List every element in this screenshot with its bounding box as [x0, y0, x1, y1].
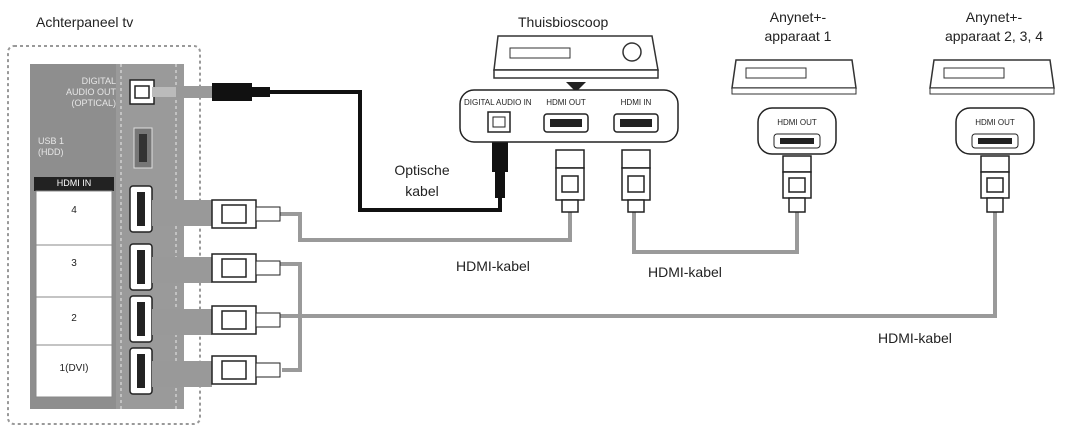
home-theater-port-hdmi-in: HDMI IN	[620, 98, 652, 107]
digital-audio-out-line-3: (OPTICAL)	[71, 98, 116, 108]
anynet-234-title-line-1: Anynet+-	[965, 9, 1023, 25]
usb-line-2: (HDD)	[38, 147, 64, 157]
anynet-1-title: Anynet+- apparaat 1	[736, 8, 860, 46]
digital-audio-out-line-2: AUDIO OUT	[65, 87, 116, 97]
optical-cable-label: Optische kabel	[382, 160, 462, 202]
hdmi-cable-label-1: HDMI-kabel	[456, 258, 530, 274]
anynet-device-234	[929, 59, 1055, 213]
anynet-1-port: HDMI OUT	[777, 118, 817, 127]
anynet-234-title: Anynet+- apparaat 2, 3, 4	[924, 8, 1064, 46]
home-theater	[459, 35, 679, 143]
hdmi-cable-label-3: HDMI-kabel	[878, 330, 952, 346]
hdmi-cables	[280, 212, 997, 372]
hdmi-in-header-bg	[34, 177, 114, 191]
tv-hdmi-plugs	[152, 199, 281, 387]
anynet-1-title-line-2: apparaat 1	[764, 28, 832, 44]
anynet-device-1	[731, 59, 857, 213]
hdmi-cable-label-2: HDMI-kabel	[648, 264, 722, 280]
usb-label: USB 1 (HDD)	[38, 136, 64, 158]
tv-back-panel	[7, 45, 201, 425]
anynet-1-title-line-1: Anynet+-	[769, 9, 827, 25]
anynet-234-port: HDMI OUT	[975, 118, 1015, 127]
digital-audio-out-label: DIGITAL AUDIO OUT (OPTICAL)	[34, 76, 116, 109]
hdmi-port-label-1: 1(DVI)	[59, 363, 89, 374]
home-theater-port-hdmi-out: HDMI OUT	[546, 98, 586, 107]
hdmi-port-label-3: 3	[71, 258, 77, 269]
optical-cable-label-line-1: Optische	[394, 162, 450, 178]
hdmi-in-header: HDMI IN	[56, 178, 92, 188]
digital-audio-out-line-1: DIGITAL	[81, 76, 116, 86]
home-theater-port-digital-audio-in: DIGITAL AUDIO IN	[464, 98, 532, 107]
optical-cable-label-line-2: kabel	[405, 183, 439, 199]
hdmi-port-label-4: 4	[71, 205, 77, 216]
tv-panel-outline	[7, 45, 201, 425]
anynet-234-title-line-2: apparaat 2, 3, 4	[944, 28, 1044, 44]
tv-panel-title: Achterpaneel tv	[36, 14, 134, 30]
hdmi-port-label-2: 2	[71, 313, 77, 324]
optical-cable	[152, 83, 508, 212]
usb-line-1: USB 1	[38, 136, 65, 146]
optical-out-port	[129, 79, 155, 105]
home-theater-hdmi-plugs	[555, 149, 651, 213]
home-theater-title: Thuisbioscoop	[518, 14, 609, 30]
